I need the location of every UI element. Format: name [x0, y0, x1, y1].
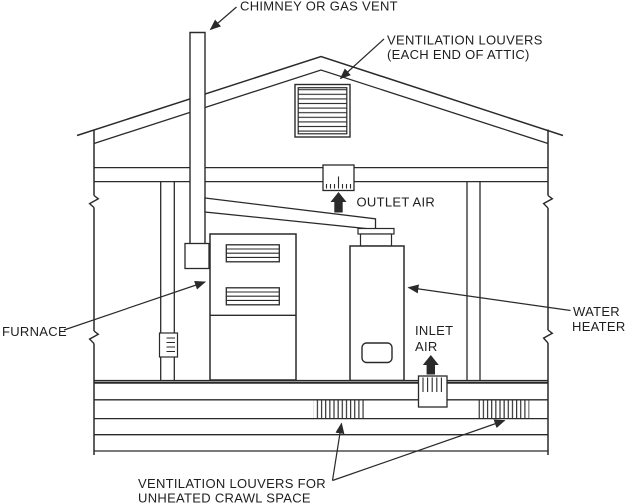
inlet-air-register [417, 375, 448, 408]
wall-break-icon [88, 194, 100, 209]
label-crawl-louvers: VENTILATION LOUVERS FOR UNHEATED CRAWL S… [138, 419, 506, 503]
ceiling-joist-lines [94, 166, 548, 183]
outlet-air-label: OUTLET AIR [357, 195, 436, 210]
crawl-louver-right [477, 400, 530, 419]
wall-vent-box [158, 332, 179, 358]
left-partition-wall [158, 182, 179, 380]
leader-line [63, 280, 206, 331]
left-wall [88, 129, 100, 455]
inlet-air-arrow-icon [422, 355, 439, 375]
chimney [184, 31, 210, 270]
right-partition-wall [466, 182, 481, 380]
water-heater-label-line2: HEATER [572, 319, 626, 334]
right-wall [542, 129, 554, 455]
wall-break-icon [88, 330, 100, 344]
water-heater-label-line1: WATER [573, 304, 620, 319]
wall-break-icon [542, 329, 554, 344]
louver-slats-icon [297, 87, 348, 135]
attic-louvers-label-line1: VENTILATION LOUVERS [387, 33, 543, 48]
attic-louvers-label-line2: (EACH END OF ATTIC) [387, 47, 530, 62]
chimney-label: CHIMNEY OR GAS VENT [240, 0, 398, 14]
label-outlet-air: OUTLET AIR [357, 195, 436, 210]
outlet-air-register [322, 164, 355, 192]
floor-and-crawl-space [94, 379, 548, 452]
label-inlet-air: INLET AIR [415, 323, 453, 354]
furnace [209, 233, 297, 381]
water-heater [349, 245, 405, 382]
attic-louver [294, 83, 351, 138]
label-water-heater: WATER HEATER [407, 284, 626, 334]
furnace-label: FURNACE [2, 324, 67, 339]
inlet-air-label-line2: AIR [415, 339, 438, 354]
leader-line [331, 422, 345, 481]
leader-line [339, 38, 385, 80]
label-furnace: FURNACE [2, 280, 206, 339]
crawl-louvers-label-line1: VENTILATION LOUVERS FOR [138, 476, 326, 491]
wall-break-icon [542, 194, 554, 209]
burner-access-door [361, 342, 393, 364]
label-attic-louvers: VENTILATION LOUVERS (EACH END OF ATTIC) [339, 33, 543, 80]
crawl-louvers-label-line2: UNHEATED CRAWL SPACE [138, 491, 311, 503]
crawl-louver-left [313, 400, 365, 419]
flue-junction-box [184, 242, 210, 270]
leader-line [209, 6, 237, 31]
label-chimney: CHIMNEY OR GAS VENT [209, 0, 398, 31]
leader-line [332, 419, 506, 482]
inlet-air-label-line1: INLET [415, 323, 453, 338]
draft-hood-flange [357, 227, 395, 235]
draft-hood [359, 233, 393, 247]
roof [76, 55, 564, 145]
outlet-air-arrow-icon [330, 192, 347, 213]
leader-line [407, 284, 571, 312]
